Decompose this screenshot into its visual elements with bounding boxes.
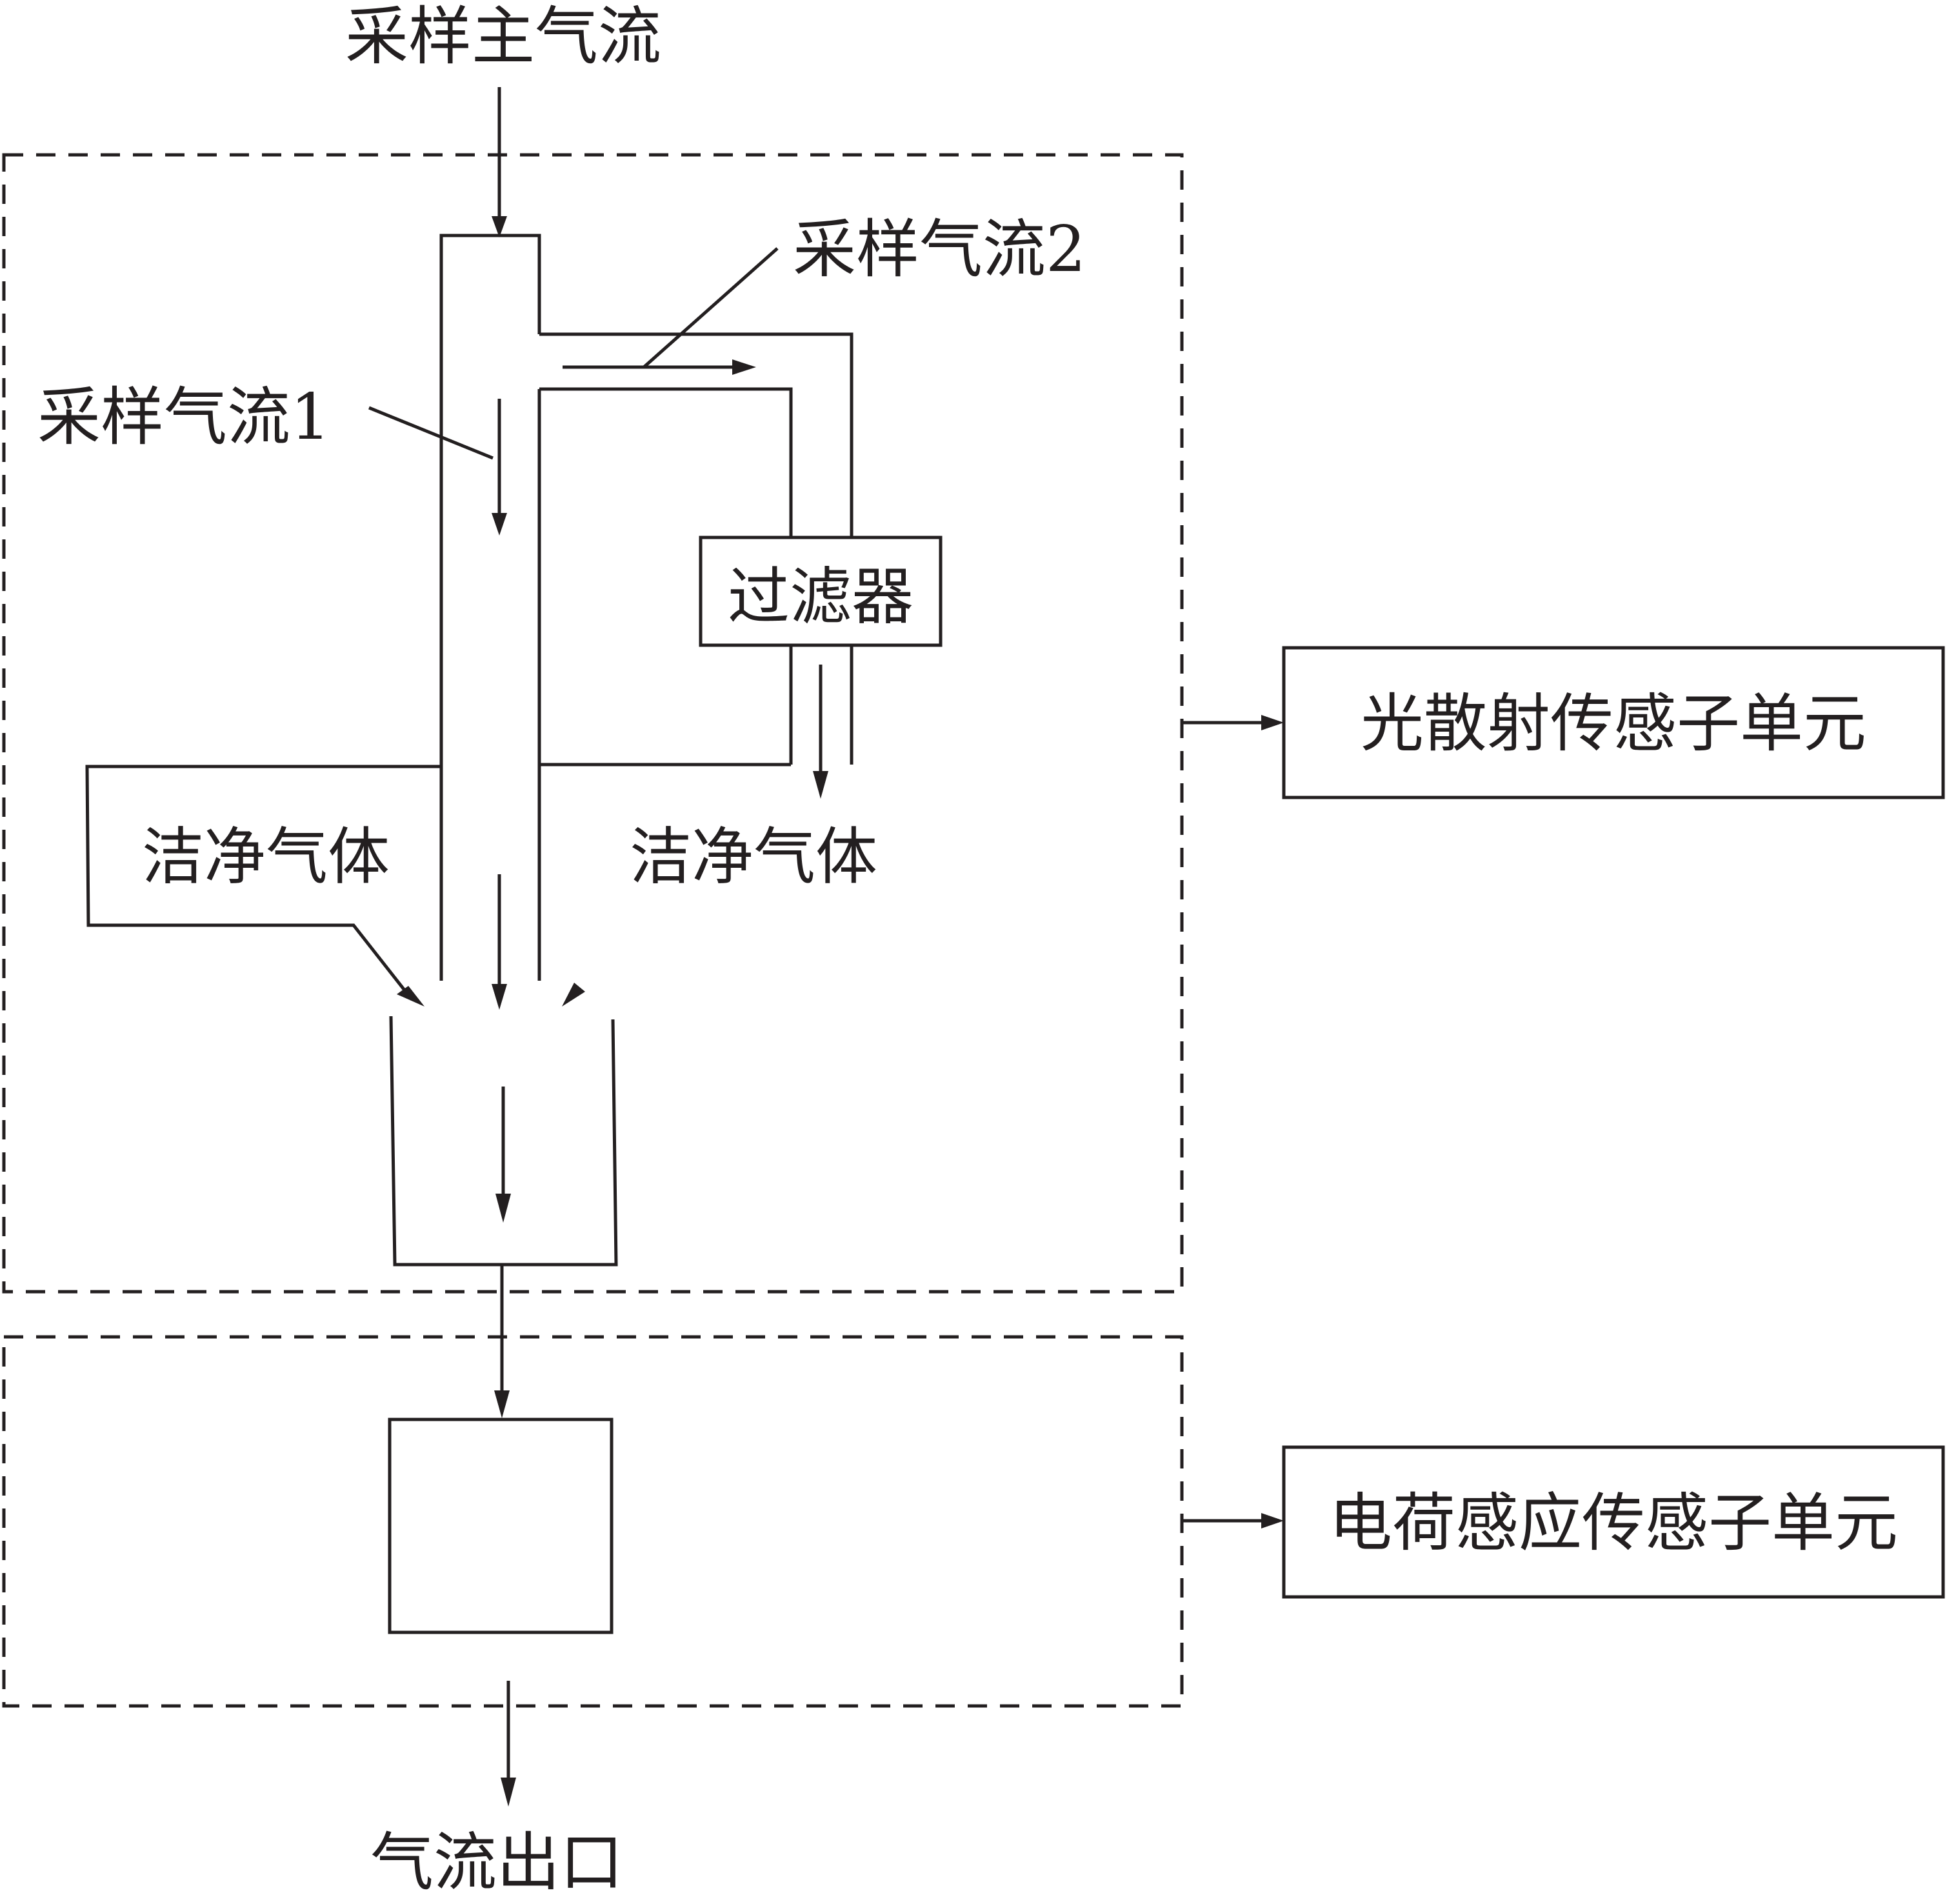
filter-box [699, 536, 943, 647]
main-inlet-label: 采样主气流 [345, 0, 661, 74]
clean-gas-right-label: 洁净气体 [630, 821, 877, 893]
light-scattering-unit-label: 光散射传感子单元 [1361, 687, 1866, 761]
main-inlet-arrowhead [492, 216, 507, 237]
charge-sensor-block [388, 1418, 614, 1634]
optical-section-dashed-boundary [2, 153, 1184, 1294]
sample-flow-1-arrowhead-lower [492, 984, 507, 1010]
clean-gas-left-chamber [85, 765, 441, 999]
chamber-to-charge-arrowhead [494, 1390, 510, 1418]
main-tube-left-wall [439, 234, 541, 981]
charge-induction-connector-arrowhead [1261, 1513, 1284, 1528]
sample-flow-1-arrowhead-upper [492, 513, 507, 536]
light-scattering-connector-arrowhead [1261, 715, 1284, 730]
outlet-arrowhead [501, 1778, 516, 1807]
charge-induction-unit-label: 电荷感应传感子单元 [1329, 1487, 1898, 1560]
outlet-label: 气流出口 [370, 1826, 623, 1899]
sample-flow-2-label: 采样气流2 [793, 213, 1086, 286]
clean-gas-left-arrowhead [397, 986, 424, 1007]
filter-label: 过滤器 [728, 561, 914, 633]
clean-gas-left-label: 洁净气体 [142, 821, 390, 893]
sample-flow-2-leader [643, 247, 779, 368]
clean-gas-right-arrowhead [562, 983, 585, 1007]
sample-flow-2-arrowhead [732, 359, 756, 375]
measurement-chamber-walls [389, 1016, 618, 1267]
light-scattering-unit-box [1282, 646, 1945, 799]
sample-flow-1-leader [368, 406, 494, 460]
charge-induction-unit-box [1282, 1445, 1945, 1599]
filter-outlet-arrowhead [813, 771, 828, 799]
sample-flow-1-label: 采样气流1 [37, 381, 330, 454]
chamber-flow-arrowhead [495, 1194, 511, 1223]
branch-inner-wall [539, 387, 793, 537]
